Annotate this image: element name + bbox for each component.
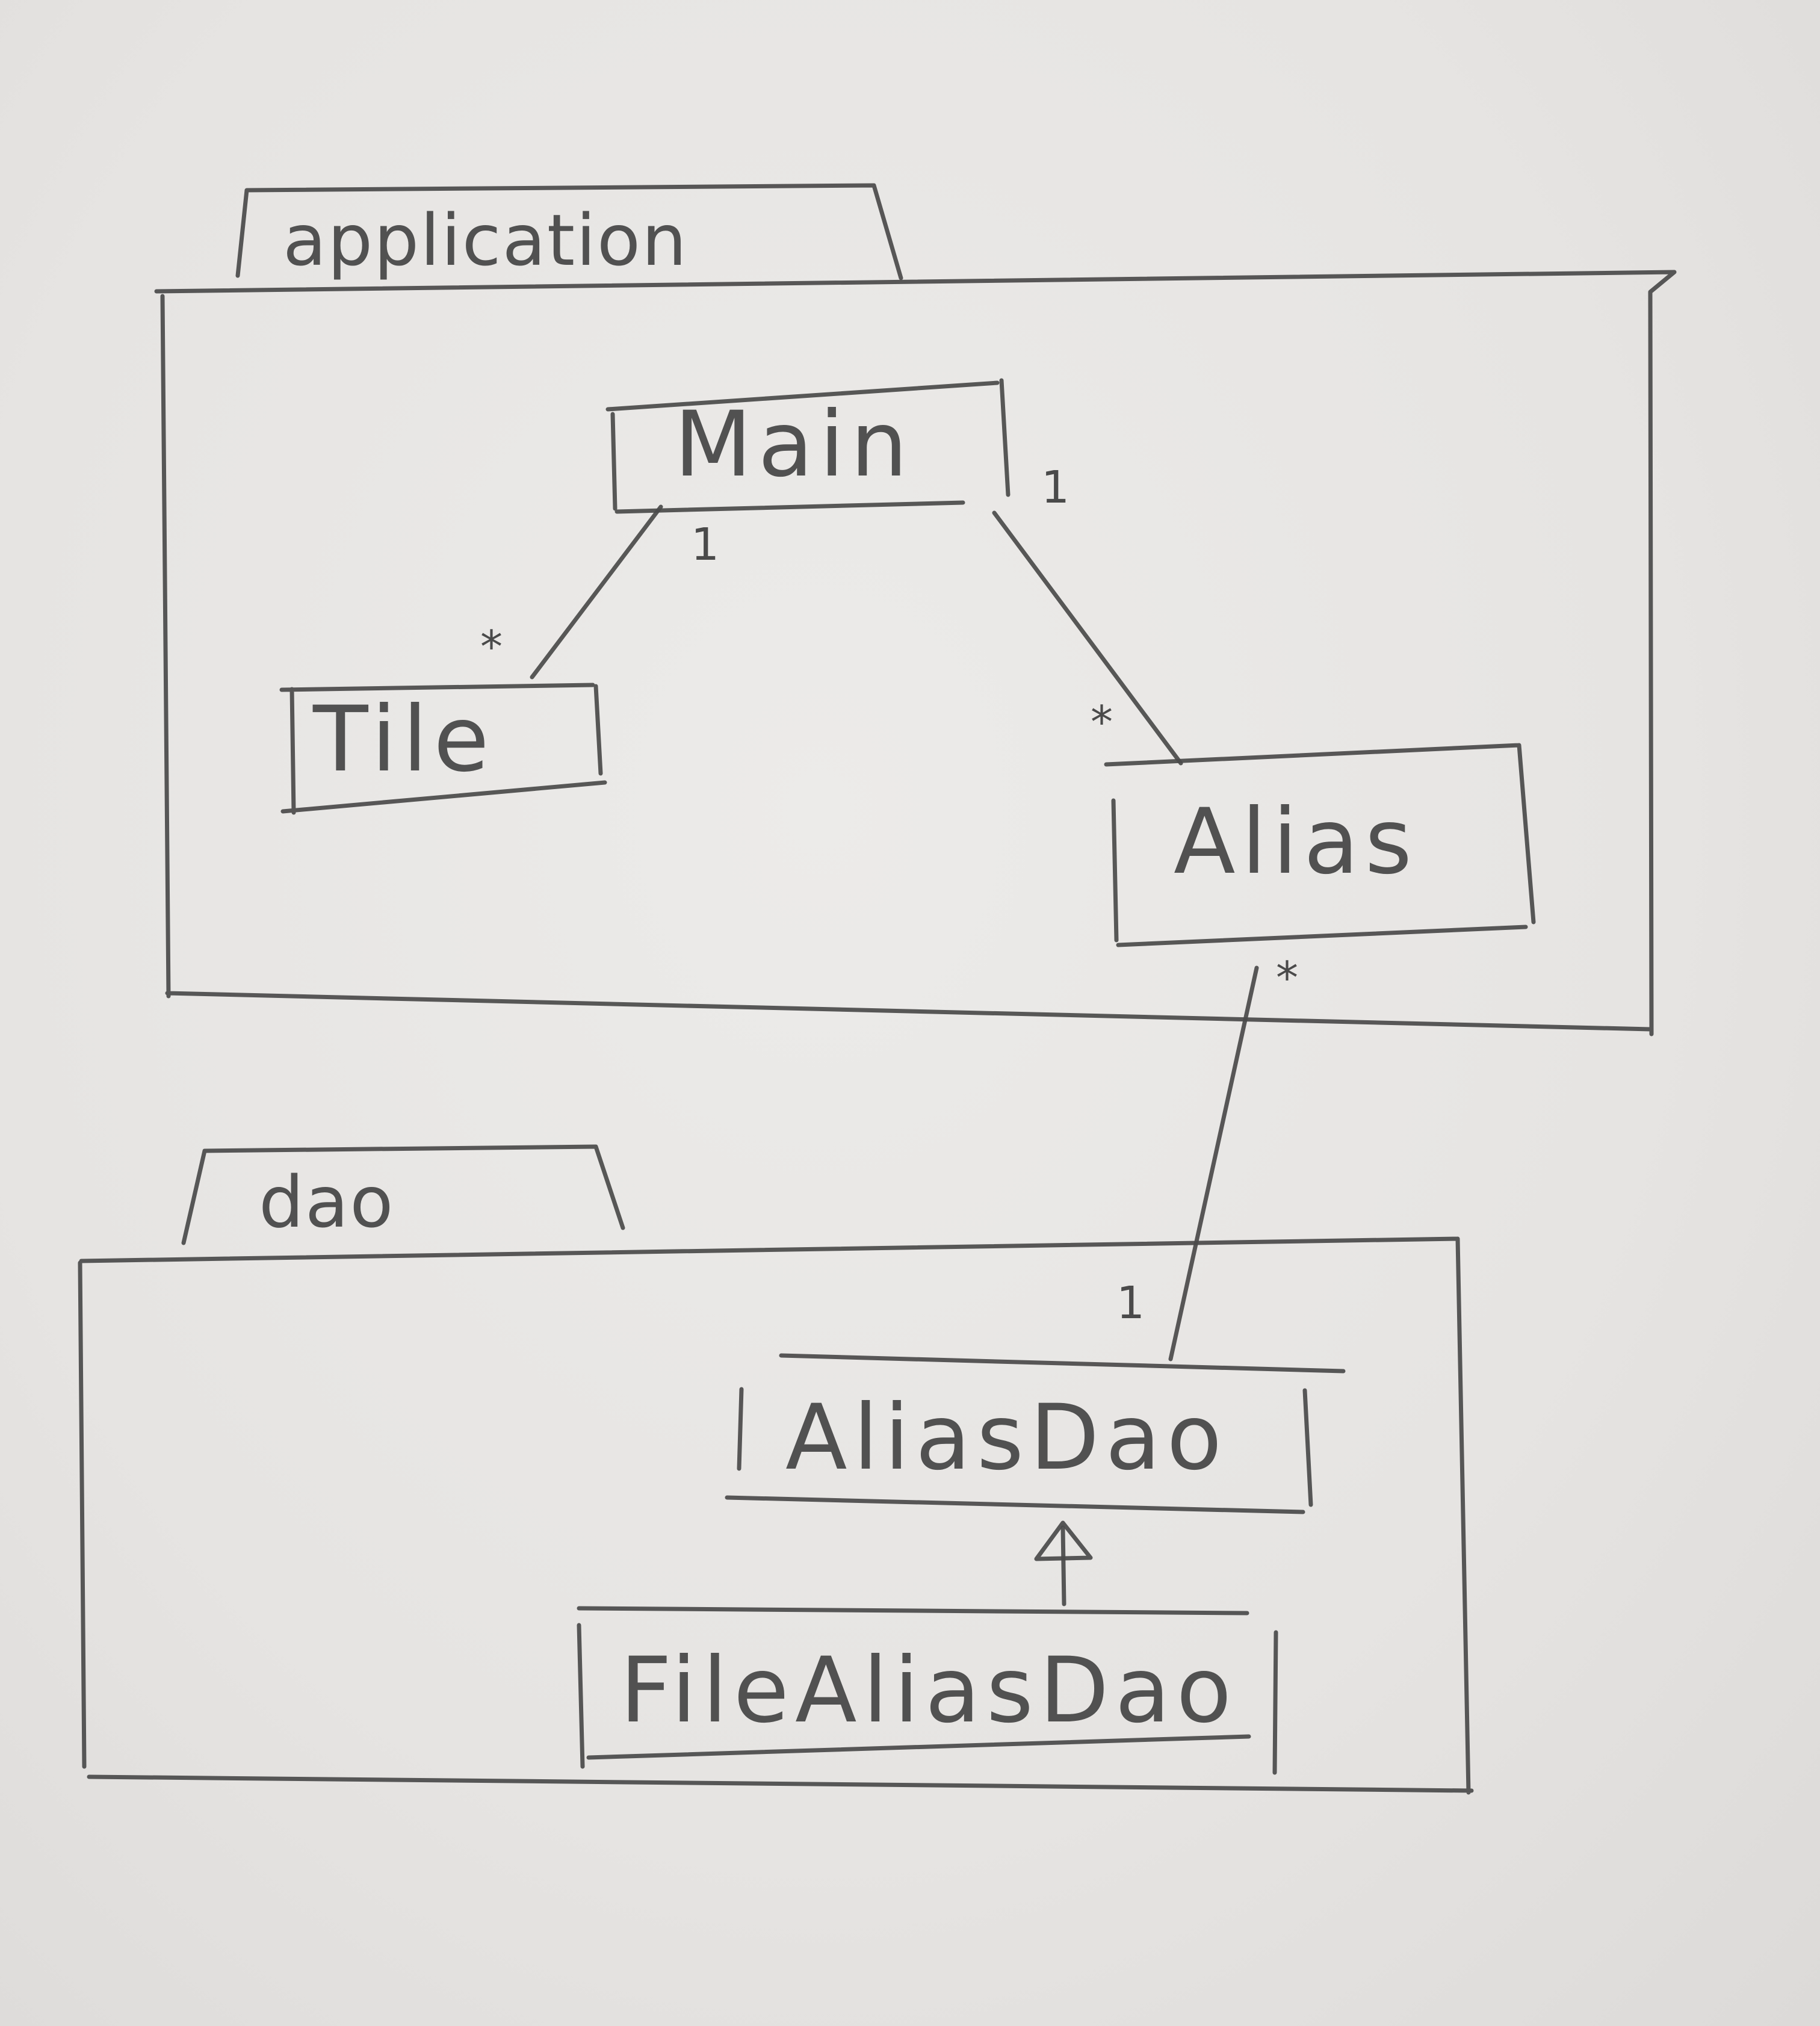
association-main-alias-line bbox=[992, 510, 1183, 766]
package-application-frame bbox=[154, 270, 1677, 1036]
package-application: application bbox=[154, 183, 1677, 1036]
multiplicity-alias-aliasdao-alias-end: * bbox=[1276, 952, 1298, 1004]
association-alias-aliasdao-line bbox=[1168, 965, 1259, 1362]
generalization-filealiasdao-aliasdao bbox=[1034, 1520, 1093, 1606]
association-main-tile: 1 * bbox=[480, 504, 719, 680]
class-main-box bbox=[605, 378, 1011, 514]
class-alias-box bbox=[1104, 743, 1536, 947]
class-filealiasdao-label: FileAliasDao bbox=[620, 1638, 1237, 1743]
package-dao-frame bbox=[78, 1236, 1474, 1795]
package-dao: dao bbox=[78, 1144, 1474, 1795]
class-tile-box bbox=[279, 683, 607, 815]
package-application-label: application bbox=[283, 199, 688, 282]
package-application-tab bbox=[235, 183, 903, 280]
package-dao-tab bbox=[181, 1144, 625, 1245]
multiplicity-main-alias-alias-end: * bbox=[1091, 696, 1113, 748]
multiplicity-main-alias-main-end: 1 bbox=[1041, 462, 1069, 513]
class-alias-label: Alias bbox=[1174, 790, 1418, 894]
multiplicity-main-tile-main-end: 1 bbox=[691, 519, 719, 571]
generalization-arrowhead bbox=[1034, 1520, 1093, 1561]
class-aliasdao: AliasDao bbox=[725, 1353, 1346, 1514]
class-filealiasdao-box bbox=[577, 1606, 1278, 1775]
class-aliasdao-label: AliasDao bbox=[785, 1386, 1228, 1490]
class-tile: Tile bbox=[279, 683, 607, 815]
generalization-line bbox=[1060, 1525, 1066, 1606]
class-main-label: Main bbox=[674, 392, 914, 497]
class-main: Main bbox=[605, 378, 1011, 514]
class-tile-label: Tile bbox=[312, 687, 495, 792]
class-alias: Alias bbox=[1104, 743, 1536, 947]
package-dao-label: dao bbox=[259, 1160, 394, 1244]
class-aliasdao-box bbox=[725, 1353, 1346, 1514]
class-filealiasdao: FileAliasDao bbox=[577, 1606, 1278, 1775]
association-main-tile-line bbox=[530, 504, 663, 680]
multiplicity-main-tile-tile-end: * bbox=[480, 621, 503, 673]
association-main-alias: 1 * bbox=[992, 462, 1183, 766]
association-alias-aliasdao: * 1 bbox=[1116, 952, 1298, 1362]
multiplicity-alias-aliasdao-dao-end: 1 bbox=[1116, 1277, 1145, 1329]
